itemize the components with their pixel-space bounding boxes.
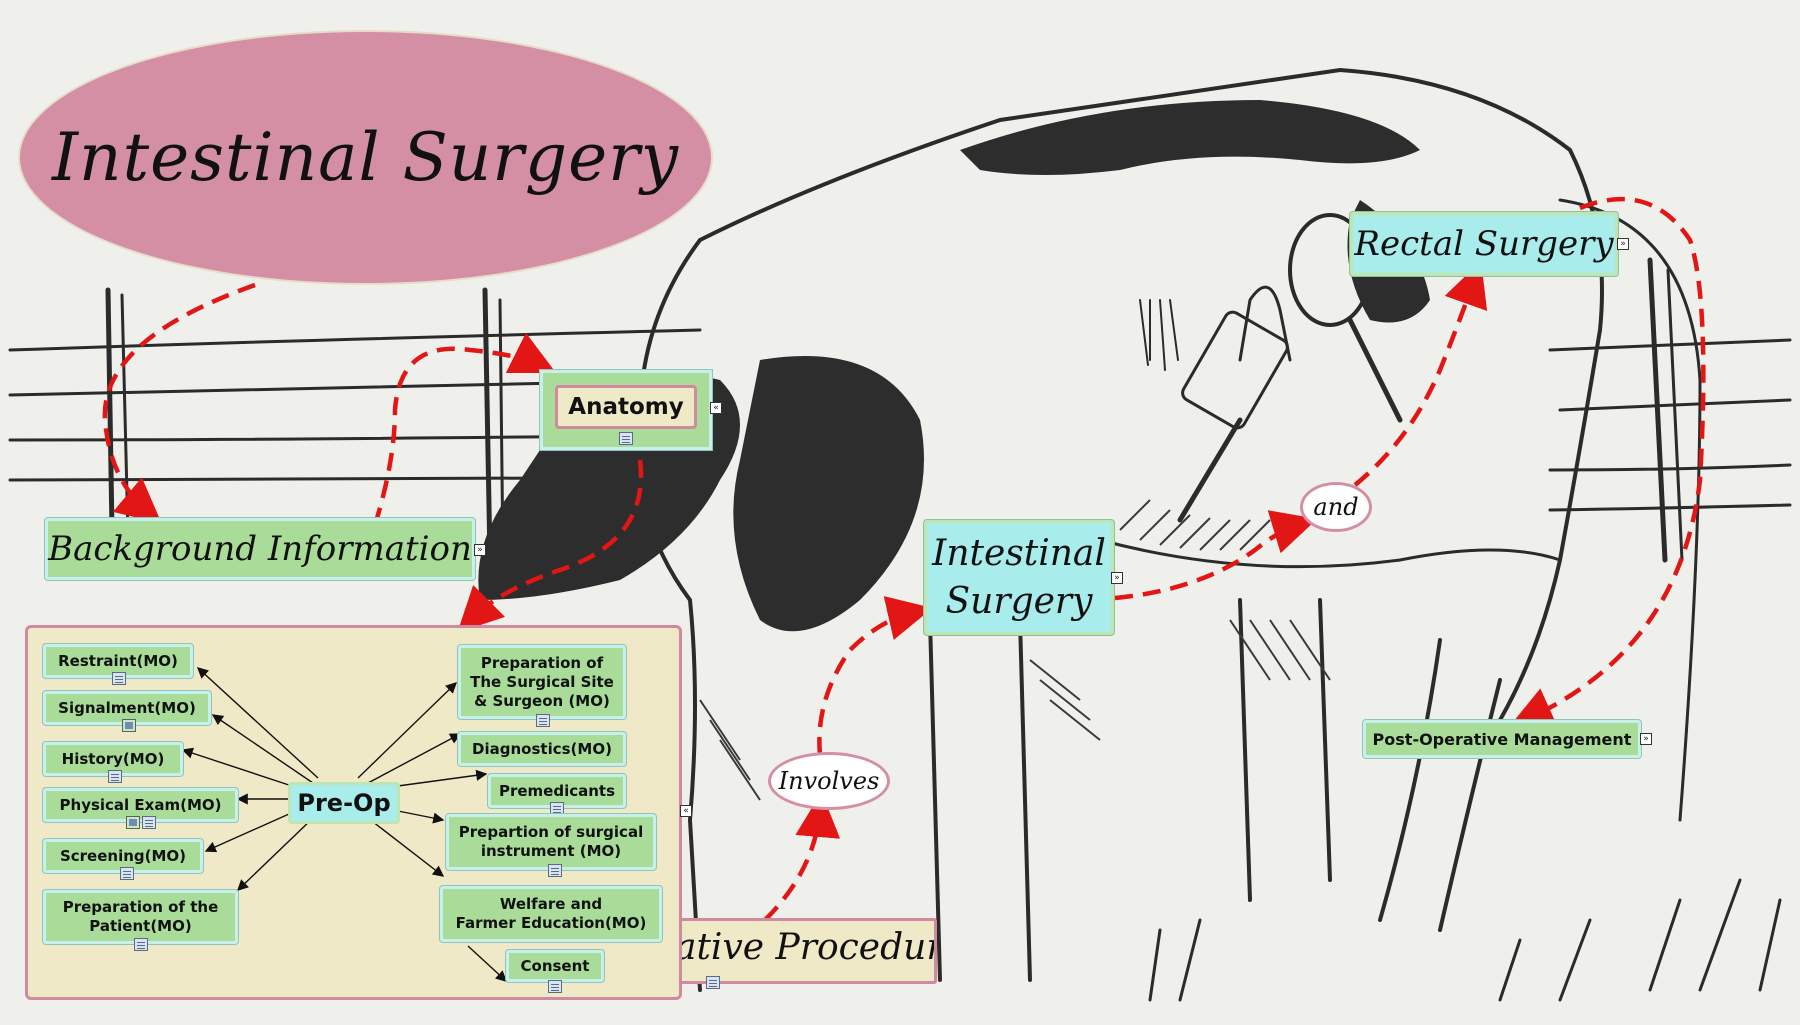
preop-item-label: Consent — [520, 956, 590, 975]
preop-item-label: Signalment(MO) — [58, 698, 196, 717]
preop-panel: Pre-Op Restraint(MO) Signalment(MO) Hist… — [25, 625, 682, 1000]
note-icon[interactable] — [108, 770, 122, 783]
note-icon[interactable] — [120, 867, 134, 880]
preop-item-label: Welfare and — [499, 895, 603, 913]
preop-item-label: The Surgical Site — [470, 672, 614, 691]
preop-item-label: Preparation of — [480, 653, 604, 672]
arrow-procedure-to-involves — [763, 792, 841, 922]
involves-connector[interactable]: Involves — [768, 752, 890, 810]
operative-procedure-label: ative Procedure — [675, 927, 937, 968]
preop-item-label: History(MO) — [61, 749, 165, 768]
preop-item-physical-exam[interactable]: Physical Exam(MO) — [43, 788, 238, 822]
preop-item-preparation-patient[interactable]: Preparation of the Patient(MO) — [43, 890, 238, 944]
background-information-label: Background Information — [48, 529, 472, 569]
preop-item-label: Farmer Education(MO) — [455, 914, 647, 932]
preop-item-label: Prepartion of surgical — [458, 823, 644, 841]
preop-item-consent[interactable]: Consent — [506, 950, 604, 982]
preop-item-premedicants[interactable]: Premedicants — [488, 774, 626, 808]
arrow-involves-to-intestinal — [817, 596, 933, 756]
intestinal-surgery-line1: Intestinal — [932, 532, 1106, 574]
preop-item-instrument-prep[interactable]: Prepartion of surgical instrument (MO) — [446, 814, 656, 870]
note-icon[interactable] — [619, 432, 633, 445]
preop-item-label: & Surgeon (MO) — [474, 691, 610, 710]
anatomy-inner: Anatomy — [555, 385, 697, 429]
expand-icon[interactable]: » — [474, 544, 486, 556]
note-icon[interactable] — [548, 980, 562, 993]
note-icon[interactable] — [548, 864, 562, 877]
picture-icon[interactable] — [122, 719, 136, 732]
intestinal-surgery-node[interactable]: Intestinal Surgery — [924, 520, 1114, 635]
note-icon[interactable] — [142, 816, 156, 829]
collapse-icon[interactable]: « — [680, 805, 692, 817]
arrow-background-to-anatomy — [372, 332, 557, 526]
preop-item-diagnostics[interactable]: Diagnostics(MO) — [458, 732, 626, 766]
preop-item-welfare-education[interactable]: Welfare and Farmer Education(MO) — [440, 886, 662, 942]
preop-center-label: Pre-Op — [297, 789, 391, 817]
page-title: Intestinal Surgery — [51, 119, 680, 196]
preop-item-label: Preparation of the — [62, 898, 219, 916]
preop-item-label: Patient(MO) — [89, 917, 192, 935]
arrow-intestinal-to-and — [1114, 510, 1318, 601]
preop-item-label: instrument (MO) — [480, 842, 622, 860]
expand-icon[interactable]: » — [1617, 238, 1629, 250]
preop-connector-lines — [181, 667, 508, 982]
post-operative-management-label: Post-Operative Management — [1372, 729, 1632, 749]
expand-icon[interactable]: » — [1640, 733, 1652, 745]
title-ellipse[interactable]: Intestinal Surgery — [18, 30, 713, 285]
note-icon[interactable] — [536, 714, 550, 727]
preop-item-preparation-site[interactable]: Preparation of The Surgical Site & Surge… — [458, 645, 626, 719]
note-icon[interactable] — [706, 976, 720, 989]
arrow-title-to-background — [102, 282, 256, 524]
intestinal-surgery-line2: Surgery — [945, 580, 1093, 622]
rectal-surgery-node[interactable]: Rectal Surgery — [1350, 212, 1618, 276]
arrow-and-to-rectal — [1353, 261, 1488, 487]
background-information-node[interactable]: Background Information — [45, 518, 475, 580]
and-label: and — [1313, 493, 1359, 521]
note-icon[interactable] — [134, 938, 148, 951]
preop-item-label: Physical Exam(MO) — [59, 795, 222, 814]
preop-item-label: Premedicants — [498, 781, 616, 800]
operative-procedure-node[interactable]: ative Procedure — [640, 918, 937, 984]
post-operative-management-node[interactable]: Post-Operative Management — [1363, 720, 1641, 758]
involves-label: Involves — [778, 767, 880, 795]
preop-item-label: Restraint(MO) — [58, 651, 178, 670]
preop-item-label: Screening(MO) — [59, 846, 187, 865]
expand-icon[interactable]: » — [1111, 572, 1123, 584]
note-icon[interactable] — [550, 802, 564, 815]
anatomy-label: Anatomy — [568, 394, 684, 420]
note-icon[interactable] — [112, 672, 126, 685]
picture-icon[interactable] — [126, 816, 140, 829]
rectal-surgery-label: Rectal Surgery — [1354, 224, 1614, 264]
arrow-rectal-to-postop — [1508, 196, 1706, 730]
and-connector[interactable]: and — [1300, 482, 1372, 532]
preop-item-label: Diagnostics(MO) — [472, 739, 612, 758]
collapse-icon[interactable]: « — [710, 402, 722, 414]
anatomy-node[interactable]: Anatomy — [540, 370, 712, 450]
arrow-anatomy-to-preop — [457, 459, 644, 633]
preop-center-node[interactable]: Pre-Op — [288, 782, 400, 824]
